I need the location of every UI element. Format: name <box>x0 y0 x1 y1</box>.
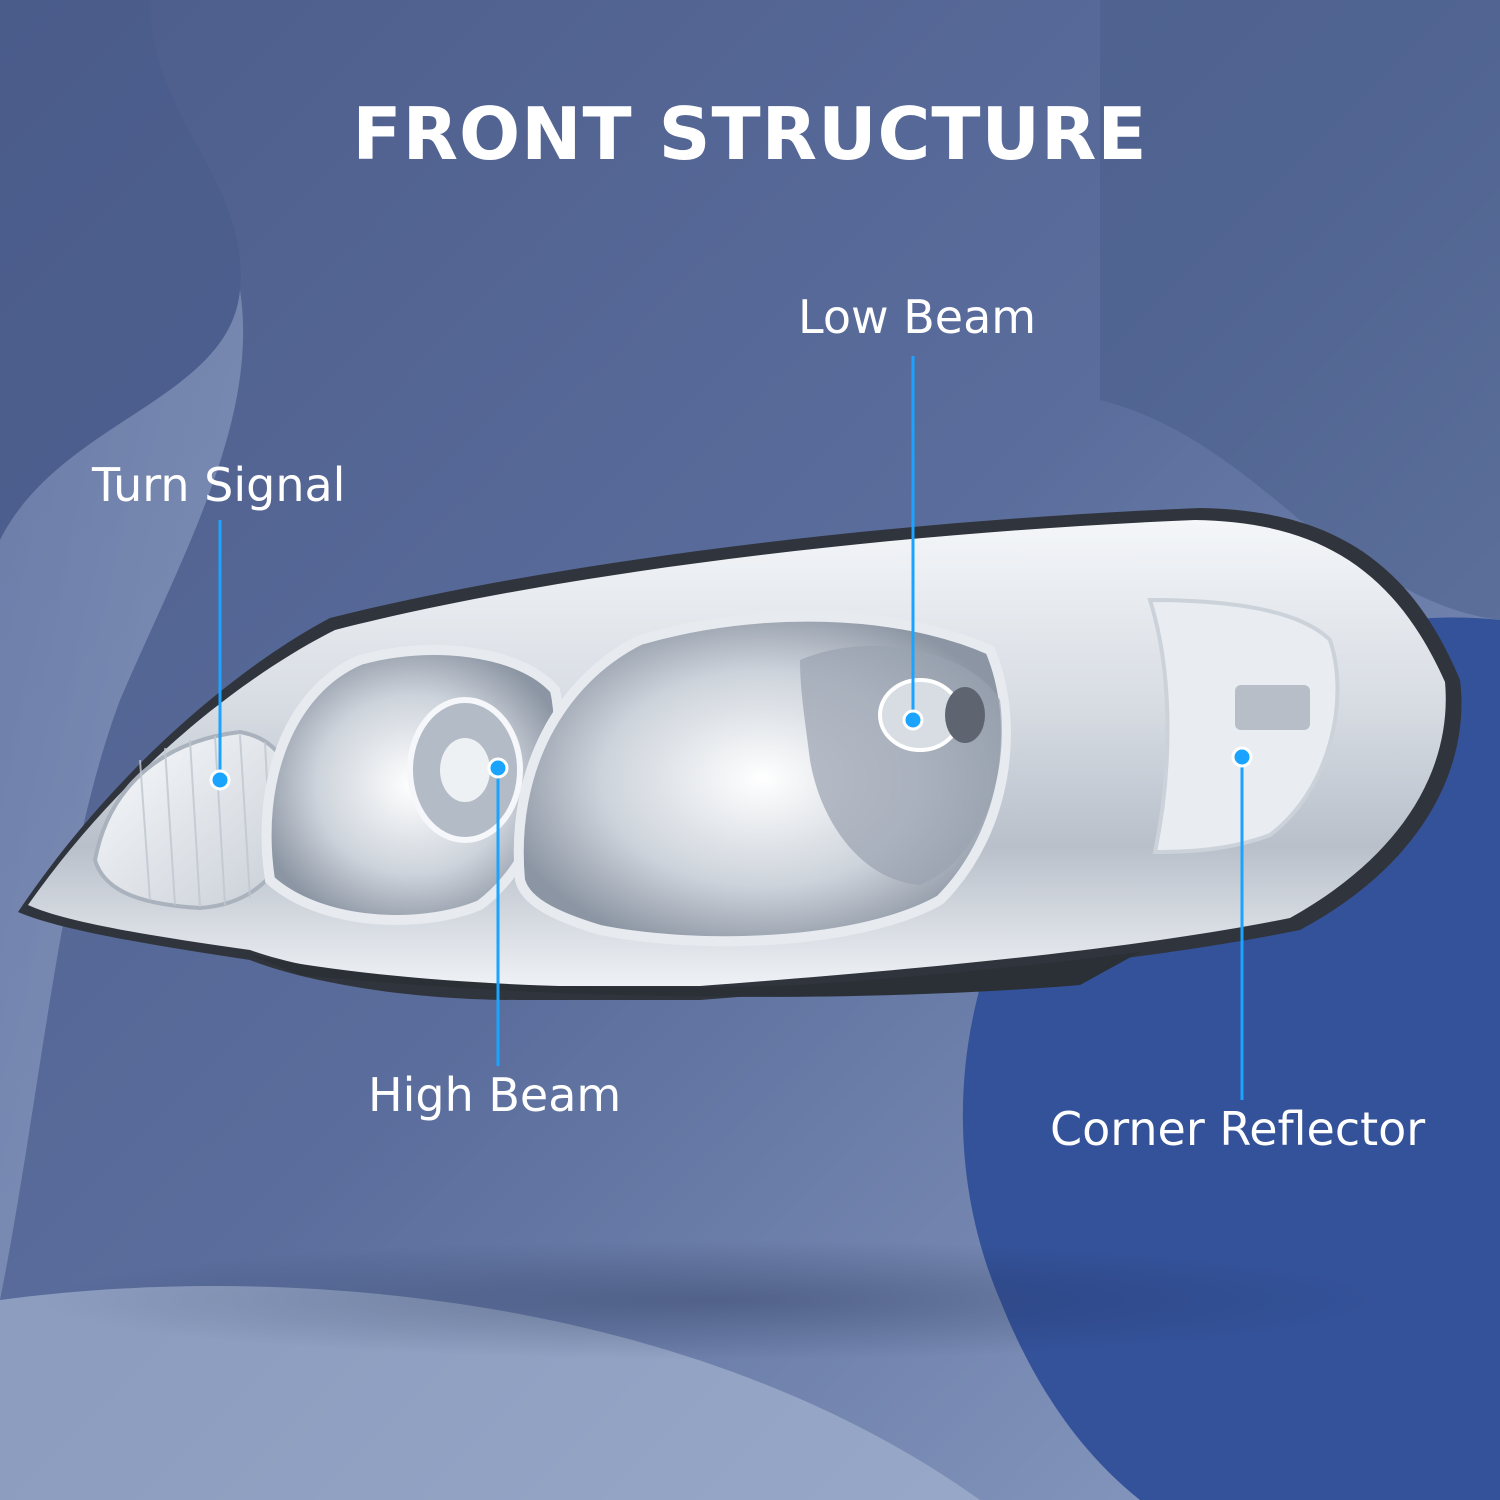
high-beam-callout-dot <box>487 757 509 779</box>
turn-signal-callout-dot <box>209 769 231 791</box>
low-beam-callout-dot <box>902 709 924 731</box>
corner-reflector-callout-dot <box>1231 746 1253 768</box>
low-beam-label: Low Beam <box>798 290 1037 344</box>
page-title: FRONT STRUCTURE <box>352 92 1148 176</box>
corner-reflector-label: Corner Reflector <box>1050 1102 1426 1156</box>
turn-signal-label: Turn Signal <box>92 458 346 512</box>
high-beam-label: High Beam <box>368 1068 622 1122</box>
